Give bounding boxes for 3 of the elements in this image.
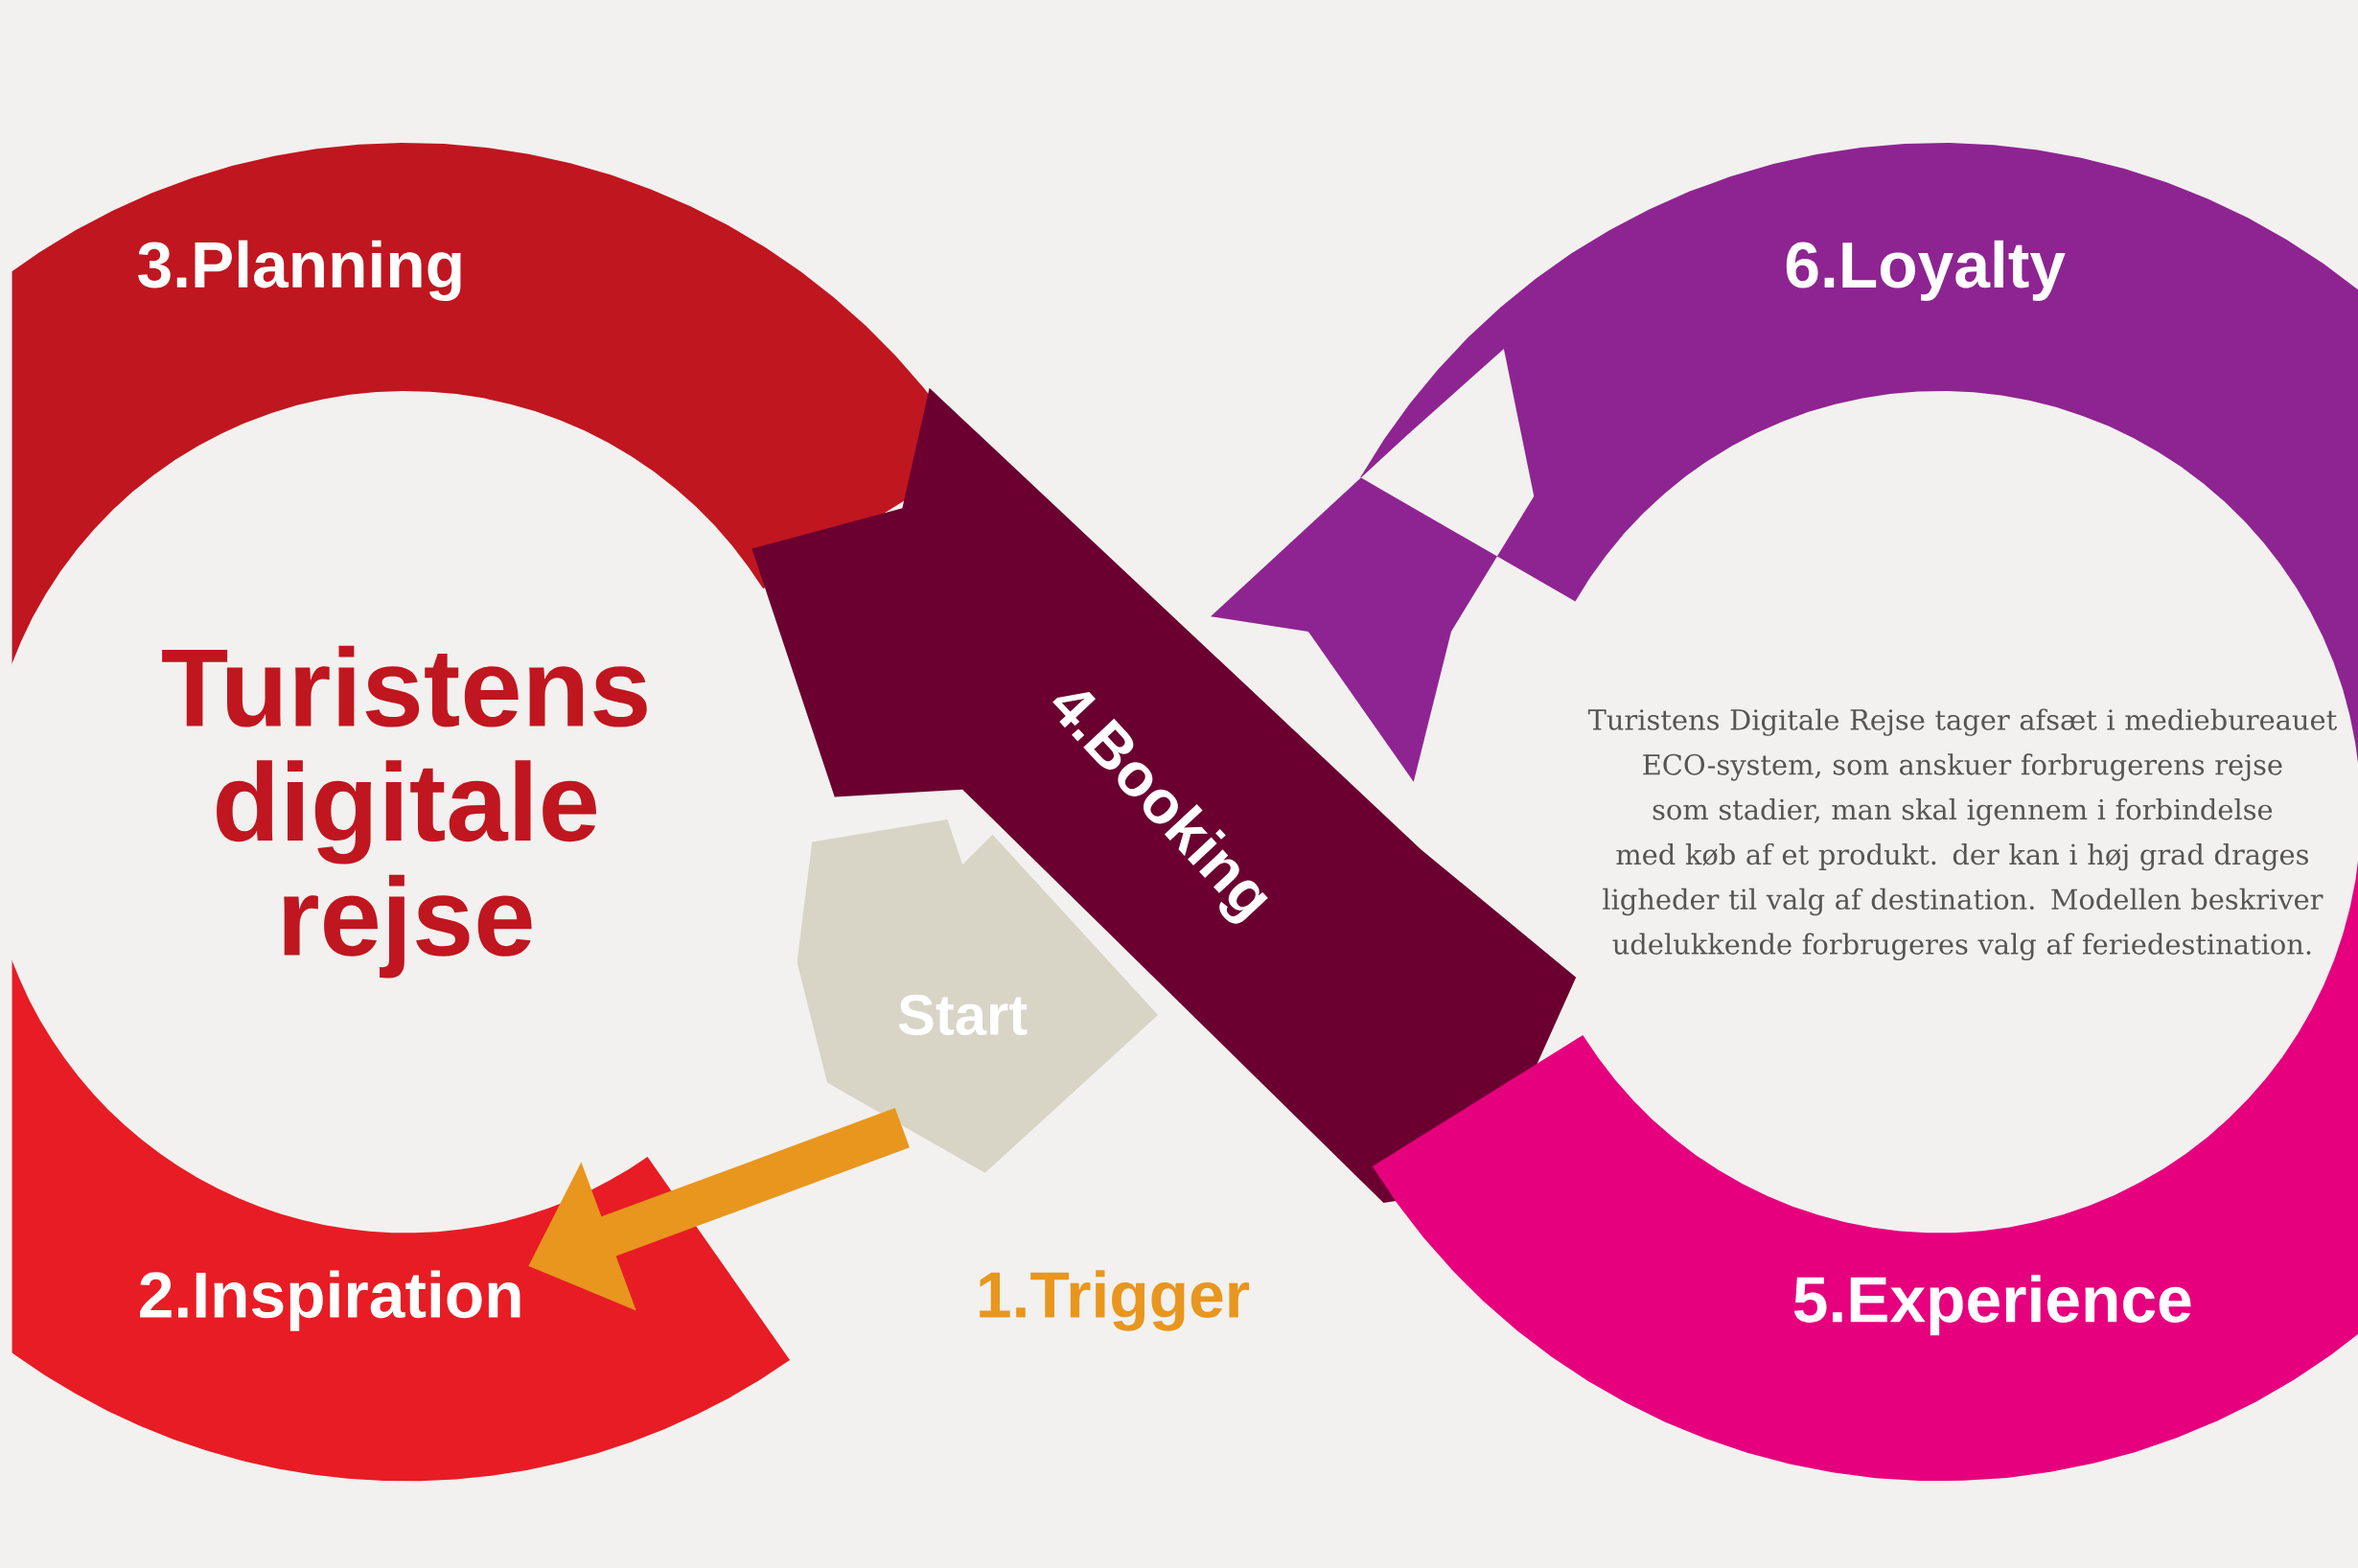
title: Turistens digitale rejse [162, 645, 647, 979]
edge-label: 1.Trigger [980, 1270, 1250, 1331]
description-text: Turistens Digitale Rejse tager afsæt i mediebureauet ECO-system, som anskuer forbrugerens rejse som stadier, man skal igennem i forbindelse med køb af et produkt. der kan i høj grad drages ligheder til valg af destination. Modellen beskriver udelukkende forbrugeres valg af feriedestination. [1587, 708, 2337, 960]
